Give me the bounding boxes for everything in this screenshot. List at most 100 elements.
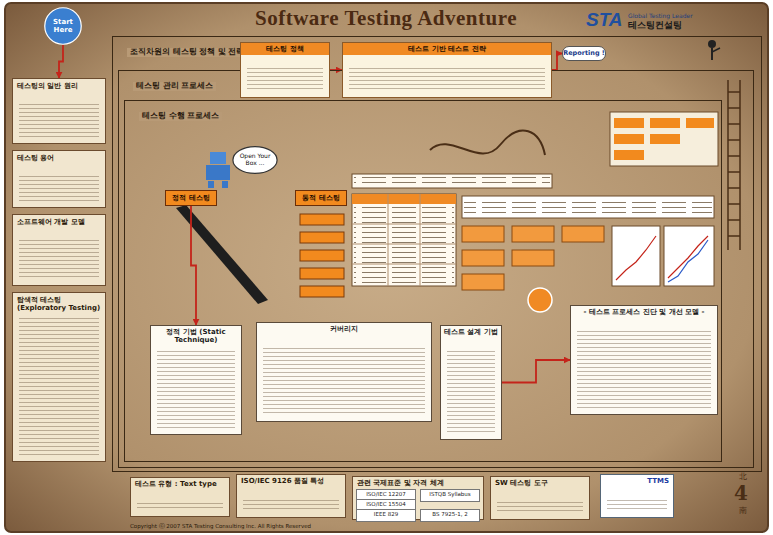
standard-cell: ISTQB Syllabus xyxy=(420,489,480,502)
panel-heading: 정적 기법 (Static Technique) xyxy=(154,328,238,344)
band-heading: 테스팅 관리 프로세스 xyxy=(133,82,216,91)
level-boxes xyxy=(300,214,344,297)
flow-boxes xyxy=(462,226,604,290)
flow-box xyxy=(462,250,504,266)
level-table xyxy=(352,194,456,286)
improvement-box xyxy=(614,134,644,144)
robot-leg xyxy=(222,181,228,188)
logo-tagline: Global Testing Leader xyxy=(628,13,693,20)
policy-heading: 테스팅 정책 xyxy=(241,43,329,55)
flow-box xyxy=(512,226,554,242)
robot-head xyxy=(210,152,226,164)
ladder-rung xyxy=(728,139,740,141)
flow-banner xyxy=(462,196,714,218)
level-box xyxy=(300,214,344,225)
cell-text: ISTQB Syllabus xyxy=(422,491,478,497)
flow-box xyxy=(462,226,504,242)
speech-bubble: Open Your Box ... xyxy=(232,146,278,174)
report-label: Reporting ! xyxy=(563,50,605,57)
stage-box: 정적 테스팅 xyxy=(165,190,217,206)
process-band: 조직차원의 테스팅 정책 및 전략 프로세스테스팅 관리 프로세스테스팅 수행 … xyxy=(112,36,762,472)
circle-shape xyxy=(45,8,81,44)
ladder-rung xyxy=(728,123,740,125)
technique-panel: 정적 기법 (Static Technique) xyxy=(150,325,242,435)
improvement-panel xyxy=(610,112,718,166)
progress-charts xyxy=(612,226,714,286)
panel-heading: 커버리지 xyxy=(260,325,428,333)
improvement-box xyxy=(650,134,680,144)
flow-arrow xyxy=(502,360,570,383)
compass-north: 北 xyxy=(739,473,747,482)
standard-cell: IEEE 829 xyxy=(356,509,416,522)
info-panel: 탐색적 테스팅 (Exploratory Testing) xyxy=(12,292,106,462)
table-frame xyxy=(352,194,456,286)
cell-text: ISO/IEC 15504 xyxy=(358,501,414,507)
figure-head xyxy=(708,40,716,48)
level-box xyxy=(300,250,344,261)
panel-heading: 관련 국제표준 및 자격 체계 xyxy=(357,479,479,487)
cell-text: IEEE 829 xyxy=(358,511,414,517)
logo-company: 테스팅컨설팅 xyxy=(628,21,682,31)
technique-panel: 커버리지 xyxy=(256,322,432,422)
table-rule xyxy=(388,194,389,286)
ladder-rung xyxy=(728,155,740,157)
parchment xyxy=(5,3,768,532)
compass-mark: 4 xyxy=(734,482,748,504)
technique-panel: 테스트 설계 기법 xyxy=(440,325,502,440)
flow-box xyxy=(512,250,554,266)
panel-heading: - 테스트 프로세스 진단 및 개선 모델 - xyxy=(574,308,714,316)
cell-text: ISO/IEC 12207 xyxy=(358,491,414,497)
ladder-rung xyxy=(728,91,740,93)
start-label: Start Here xyxy=(47,18,79,34)
chart-line xyxy=(668,240,708,282)
policy-box: 테스트 기반 테스트 전략 xyxy=(342,42,552,98)
ladder-rail xyxy=(739,80,741,250)
stage-label: 정적 테스팅 xyxy=(172,194,209,202)
report-bubble: Reporting ! xyxy=(562,46,606,61)
compass-south: 南 xyxy=(739,507,747,516)
figure-arm xyxy=(712,48,720,52)
flow-box xyxy=(562,226,604,242)
copyright-note: Copyright ⓒ 2007 STA Testing Consulting … xyxy=(130,523,311,529)
policy-box: 테스팅 정책 xyxy=(240,42,330,98)
improvement-box xyxy=(650,118,680,128)
chart-frame xyxy=(664,226,714,286)
swirl xyxy=(430,131,545,155)
table-rule xyxy=(352,244,456,245)
panel-heading: 테스팅의 일반 원리 xyxy=(17,82,101,90)
standard-cell: BS 7925-1, 2 xyxy=(420,509,480,522)
robot-figure xyxy=(206,152,230,188)
table-rule xyxy=(420,194,421,286)
table-rule xyxy=(352,264,456,265)
technique-panel: - 테스트 프로세스 진단 및 개선 모델 - xyxy=(570,305,718,415)
banner-text xyxy=(354,176,550,186)
bubble-text: Open Your Box ... xyxy=(238,153,272,167)
ladder-rung xyxy=(728,187,740,189)
improvement-box xyxy=(614,118,644,128)
info-panel: 소프트웨어 개발 모델 xyxy=(12,214,106,286)
flow-banner-text xyxy=(464,198,712,216)
panel-heading: 테스팅 용어 xyxy=(17,154,101,162)
ladder xyxy=(728,80,740,250)
stage-label: 동적 테스팅 xyxy=(302,194,339,202)
ladder-rung xyxy=(728,171,740,173)
improvement-box xyxy=(686,118,714,128)
flow-arrow xyxy=(59,45,63,78)
panel-heading: ISO/IEC 9126 품질 특성 xyxy=(241,477,341,485)
chart-line xyxy=(616,236,656,280)
start-badge xyxy=(528,288,552,312)
tool-screenshot: TTMS xyxy=(600,474,674,518)
chart-frame xyxy=(612,226,660,286)
robot-body xyxy=(206,165,230,180)
table-text xyxy=(354,206,454,284)
bottom-panel: 테스트 유형 : Text type xyxy=(130,477,230,517)
level-box xyxy=(300,286,344,297)
band-heading: 테스팅 수행 프로세스 xyxy=(139,112,222,121)
ladder-rung xyxy=(728,203,740,205)
ladder-rung xyxy=(728,219,740,221)
bottom-panel: 관련 국제표준 및 자격 체계 ISO/IEC 12207 ISTQB Syllab… xyxy=(352,476,484,520)
info-panel: 테스팅 용어 xyxy=(12,150,106,208)
panel-heading: 테스트 유형 : Text type xyxy=(135,480,225,488)
